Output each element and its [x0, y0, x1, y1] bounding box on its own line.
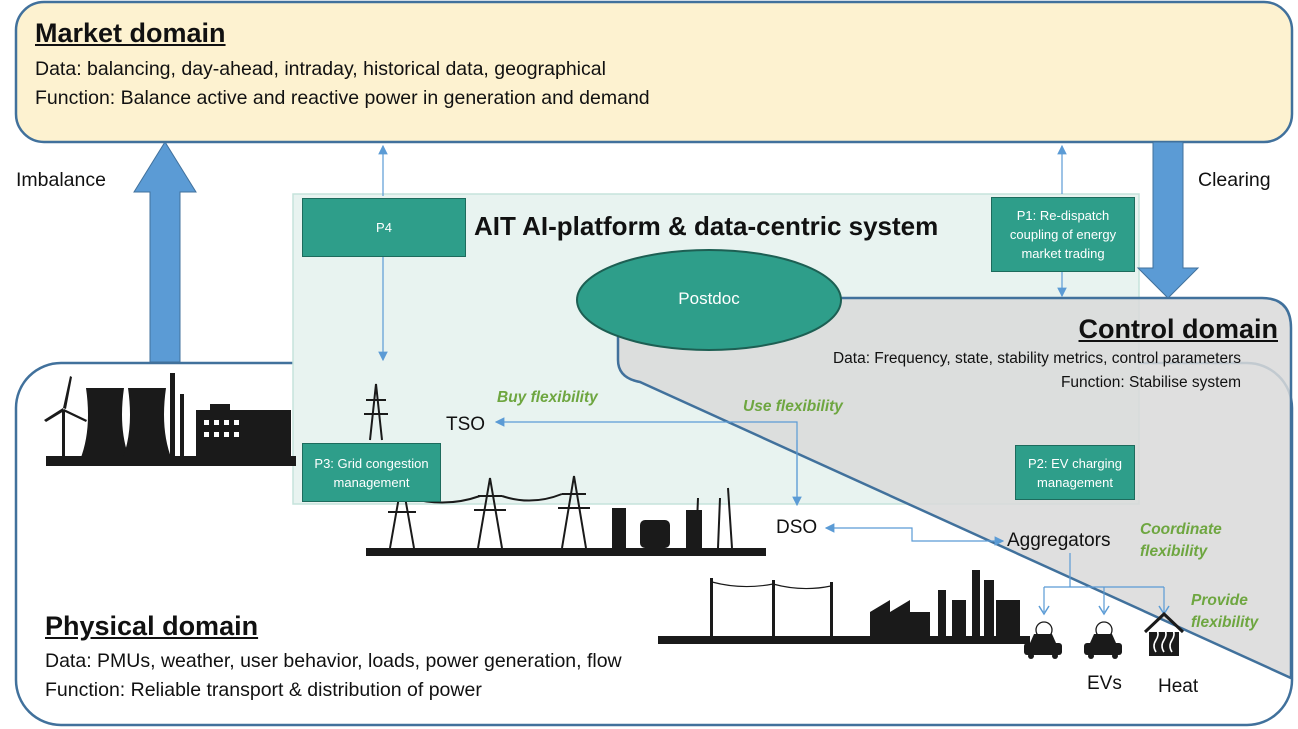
platform-title: AIT AI-platform & data-centric system	[474, 211, 939, 241]
clearing-label: Clearing	[1198, 169, 1271, 191]
control-domain-box	[616, 296, 1293, 680]
imbalance-arrow	[133, 141, 197, 363]
aggregators-label: Aggregators	[1007, 530, 1111, 551]
provide-flexibility-label: Provide flexibility	[1191, 592, 1259, 631]
physical-domain-title: Physical domain	[45, 611, 259, 641]
dso-aggregators-line	[824, 523, 1005, 546]
market-domain-data: Data: balancing, day-ahead, intraday, hi…	[35, 58, 606, 80]
project-p4-box: P4	[302, 198, 466, 257]
heat-house-icon	[1143, 611, 1185, 656]
project-p1-box: P1: Re-dispatch coupling of energy marke…	[991, 197, 1135, 272]
clearing-arrow	[1136, 141, 1200, 299]
distribution-illustration	[658, 570, 1030, 644]
control-domain-function: Function: Stabilise system	[1060, 374, 1241, 391]
substation-illustration	[612, 508, 702, 548]
market-domain-box	[14, 0, 1294, 144]
dso-label: DSO	[776, 517, 818, 538]
aggregators-distribution-lines	[1043, 553, 1165, 612]
project-p3-box: P3: Grid congestion management	[302, 443, 441, 502]
distribution-wires	[711, 581, 832, 590]
postdoc-ellipse	[576, 249, 842, 351]
project-p2-box: P2: EV charging management	[1015, 445, 1135, 500]
imbalance-label: Imbalance	[16, 169, 106, 191]
ev-car-icon-2	[1084, 621, 1122, 659]
transmission-ground	[366, 548, 766, 556]
control-domain-title: Control domain	[1078, 314, 1278, 344]
control-domain-data: Data: Frequency, state, stability metric…	[832, 350, 1241, 367]
plant-windows	[204, 420, 239, 437]
heat-label: Heat	[1158, 676, 1199, 697]
postdoc-label: Postdoc	[678, 289, 740, 308]
tso-label: TSO	[446, 414, 486, 435]
physical-domain-data: Data: PMUs, weather, user behavior, load…	[45, 650, 622, 672]
ev-car-icon	[1024, 621, 1062, 659]
evs-label: EVs	[1087, 673, 1122, 694]
use-flexibility-label: Use flexibility	[743, 398, 843, 415]
market-domain-function: Function: Balance active and reactive po…	[35, 87, 650, 109]
market-domain-title: Market domain	[35, 18, 226, 48]
physical-domain-function: Function: Reliable transport & distribut…	[45, 679, 482, 701]
power-plant-illustration	[44, 373, 296, 466]
buy-flexibility-label: Buy flexibility	[497, 389, 598, 406]
coordinate-flexibility-label: Coordinate flexibility	[1140, 521, 1222, 560]
